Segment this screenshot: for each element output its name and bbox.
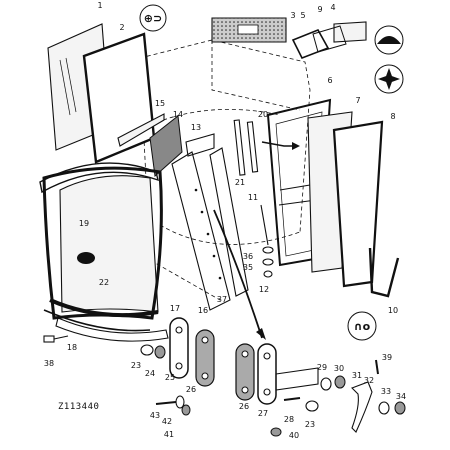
fan-symbol-icon <box>374 64 404 94</box>
roof-panel-part-3 <box>211 17 287 43</box>
part-label-28: 28 <box>284 415 294 424</box>
door-open-symbol-glyph: ∩o <box>354 320 371 333</box>
part-label-6: 6 <box>327 76 332 85</box>
part-label-3: 3 <box>290 11 295 20</box>
part-label-5: 5 <box>300 11 305 20</box>
part-label-9: 9 <box>317 5 322 14</box>
hardware-29-34 <box>320 359 406 433</box>
part-label-14: 14 <box>173 110 183 119</box>
windshield-part-19 <box>42 166 163 320</box>
cab-frame <box>139 39 311 301</box>
hinge-gasket-part-26 <box>195 329 215 387</box>
part-label-31: 31 <box>352 371 362 380</box>
part-label-25: 25 <box>165 373 175 382</box>
part-label-30: 30 <box>334 364 344 373</box>
part-label-29: 29 <box>317 363 327 372</box>
hinge-leader-arrow <box>213 209 263 339</box>
part-label-27: 27 <box>258 409 268 418</box>
roof-frame-part-9 <box>312 25 347 53</box>
part-label-12: 12 <box>259 285 269 294</box>
door-seal-part-10 <box>368 247 400 298</box>
part-label-7: 7 <box>355 96 360 105</box>
part-label-41: 41 <box>164 430 174 439</box>
part-label-11: 11 <box>248 193 258 202</box>
side-bracket-part-13 <box>185 133 215 157</box>
roof-glass-part-4 <box>333 21 367 43</box>
hardware-23-24 <box>140 344 166 359</box>
part-label-39: 39 <box>382 353 392 362</box>
part-label-36: 36 <box>243 252 253 261</box>
engine-oil-symbol-icon: ⊕⊃ <box>139 4 167 32</box>
part-label-18: 18 <box>67 343 77 352</box>
part-label-19: 19 <box>79 219 89 228</box>
hinge-plate-part-25 <box>169 317 189 379</box>
windshield-seal-part-22 <box>43 298 159 332</box>
part-label-23: 23 <box>131 361 141 370</box>
part-label-24: 24 <box>145 369 155 378</box>
part-label-13: 13 <box>191 123 201 132</box>
part-label-23: 23 <box>305 420 315 429</box>
part-label-17: 17 <box>170 304 180 313</box>
part-label-32: 32 <box>364 376 374 385</box>
part-label-4: 4 <box>330 3 335 12</box>
part-label-26: 26 <box>186 385 196 394</box>
roof-seal-part-5 <box>291 28 330 60</box>
part-label-22: 22 <box>99 278 109 287</box>
hardware-41-43 <box>155 395 191 416</box>
part-label-16: 16 <box>198 306 208 315</box>
hardware-28-40 <box>270 397 319 437</box>
bolt-part-38 <box>43 335 69 343</box>
part-label-1: 1 <box>97 1 102 10</box>
lower-trim-part-18 <box>55 317 169 342</box>
trim-part-37 <box>209 147 249 297</box>
strip-part-20 <box>246 121 259 173</box>
part-label-15: 15 <box>155 99 165 108</box>
side-panel-part-15 <box>117 113 165 147</box>
engine-oil-symbol-glyph: ⊕⊃ <box>144 12 162 25</box>
part-label-21: 21 <box>235 178 245 187</box>
part-label-20: 20 <box>258 110 268 119</box>
part-label-2: 2 <box>119 23 124 32</box>
part-label-35: 35 <box>243 263 253 272</box>
wiper-symbol-icon <box>374 25 404 55</box>
part-label-37: 37 <box>217 295 227 304</box>
part-label-33: 33 <box>381 387 391 396</box>
part-label-26: 26 <box>239 402 249 411</box>
part-label-34: 34 <box>396 392 406 401</box>
door-open-symbol-icon: ∩o <box>347 311 377 341</box>
part-label-40: 40 <box>289 431 299 440</box>
side-panel-part-14 <box>149 115 183 178</box>
seal-detail-symbol-1 <box>77 252 95 264</box>
strip-part-21 <box>233 119 246 176</box>
hinge-plate-part-27 <box>257 343 319 405</box>
windshield-arc <box>39 162 159 194</box>
trim-rivets <box>194 188 222 280</box>
trim-part-16 <box>171 151 231 311</box>
part-label-42: 42 <box>162 417 172 426</box>
hinge-gasket-part-26b <box>235 343 255 401</box>
part-label-38: 38 <box>44 359 54 368</box>
part-label-8: 8 <box>390 112 395 121</box>
bolt-stack <box>260 204 274 278</box>
figure-id: Z113440 <box>58 402 99 412</box>
part-label-10: 10 <box>388 306 398 315</box>
part-label-43: 43 <box>150 411 160 420</box>
